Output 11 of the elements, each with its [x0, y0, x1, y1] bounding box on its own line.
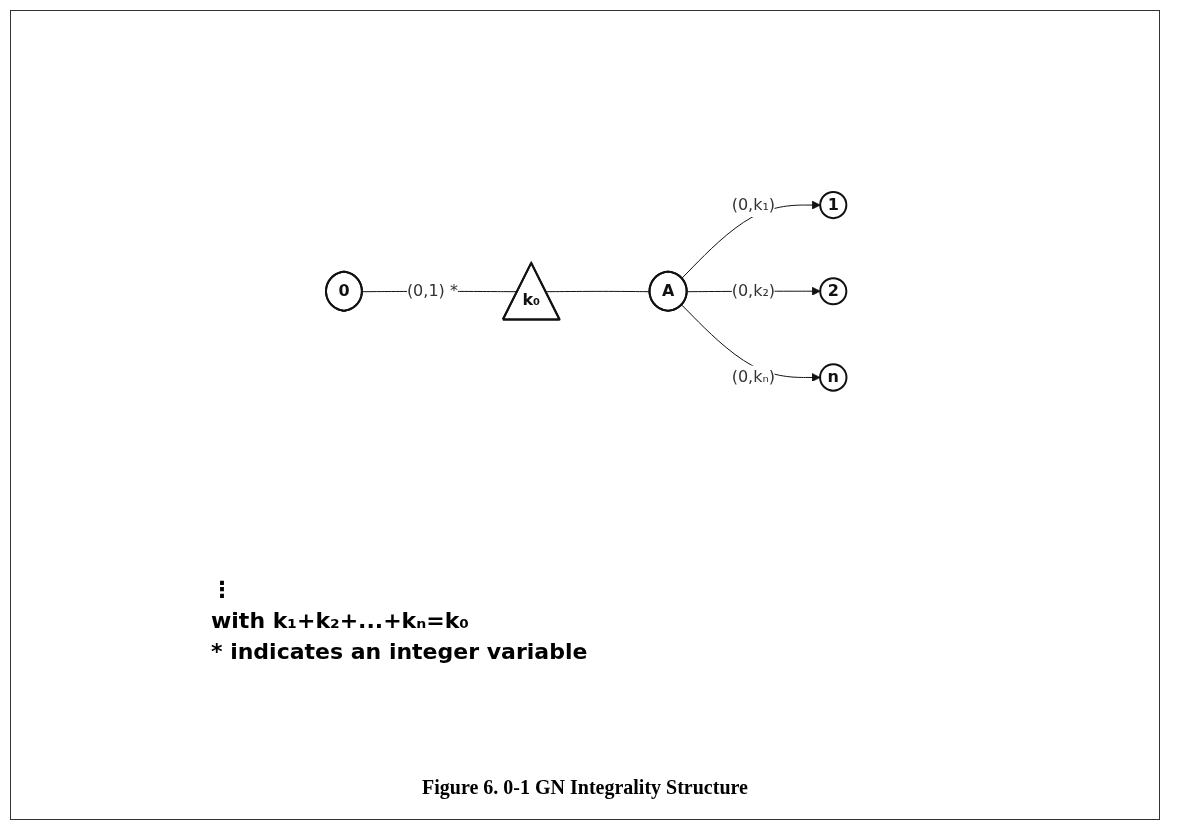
node-circle: 2: [818, 276, 848, 305]
edge-label: (0,k₂): [731, 280, 775, 300]
edge-label: (0,k₁): [731, 194, 775, 214]
edge-label: (0,kₙ): [731, 367, 775, 387]
node-circle: n: [818, 362, 848, 392]
ellipsis-mark: ⋮: [211, 577, 234, 602]
edge-label: (0,1) *: [406, 280, 458, 300]
figure-caption: Figure 6. 0-1 GN Integrality Structure: [421, 776, 749, 799]
node-circle: 1: [818, 190, 848, 219]
note-text: * indicates an integer variable: [211, 639, 588, 664]
note-text: with k₁+k₂+...+kₙ=k₀: [211, 608, 470, 633]
